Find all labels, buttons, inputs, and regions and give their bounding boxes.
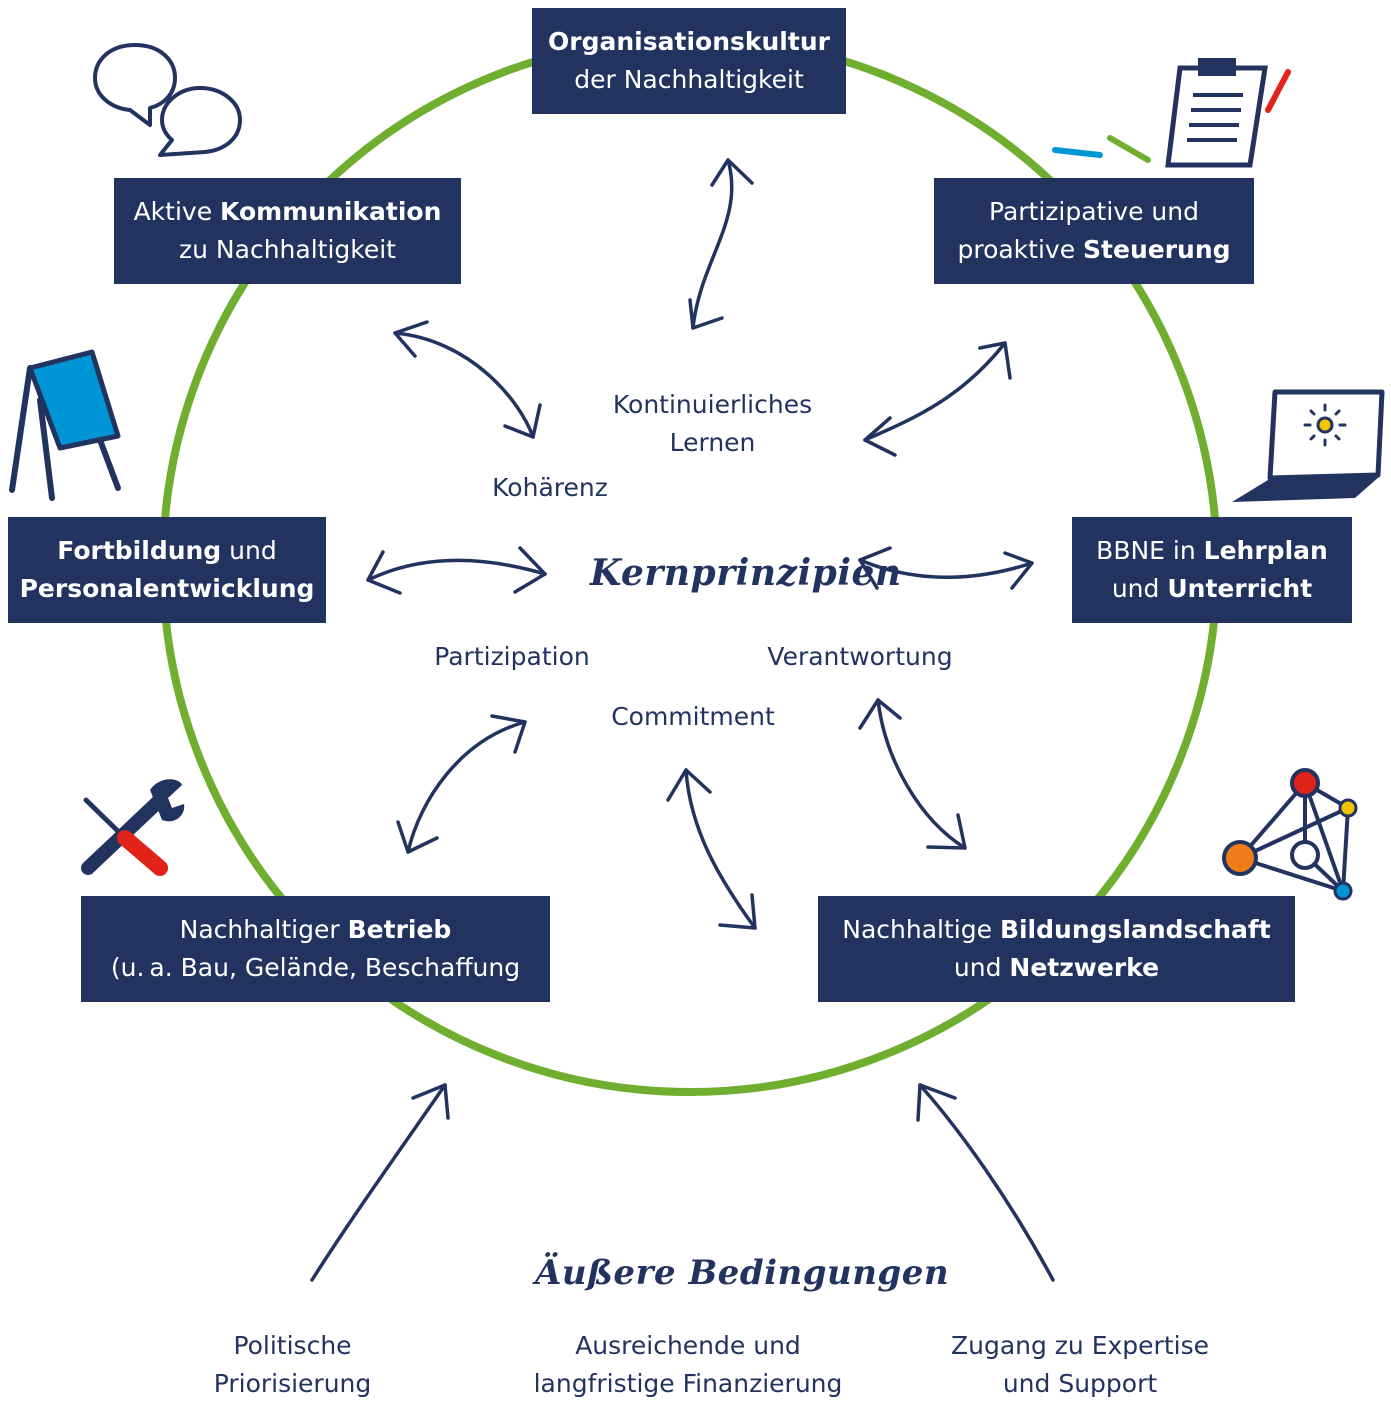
box-bildung-bold2: Netzwerke bbox=[1009, 953, 1160, 982]
box-kultur-bold: Organisationskultur bbox=[548, 27, 830, 56]
outer-title: Äußere Bedingungen bbox=[535, 1253, 950, 1293]
box-betrieb-line2: (u. a. Bau, Gelände, Beschaffung bbox=[110, 953, 521, 982]
arrow-lower-center bbox=[684, 768, 757, 930]
principle-kontinuierliches-line1: Kontinuierliches bbox=[612, 390, 813, 419]
arrow-right bbox=[858, 558, 1034, 579]
box-kultur-rest: der Nachhaltigkeit bbox=[574, 65, 804, 94]
box-steuerung-pre: proaktive bbox=[957, 235, 1084, 264]
arrow-lower-right bbox=[876, 698, 967, 850]
condition-expertise-line1: Zugang zu Expertise bbox=[950, 1331, 1209, 1360]
arrow-lower-left bbox=[406, 720, 527, 854]
arrow-upper-left bbox=[393, 331, 535, 439]
condition-finanz-line1: Ausreichende und bbox=[575, 1331, 801, 1360]
principle-kontinuierliches-line2: Lernen bbox=[669, 428, 756, 457]
speech-bubbles-icon bbox=[93, 43, 242, 157]
condition-finanz-line2: langfristige Finanzierung bbox=[533, 1369, 843, 1398]
principle-partizipation: Partizipation bbox=[434, 642, 590, 671]
condition-politik-line2: Priorisierung bbox=[213, 1369, 372, 1398]
box-fortbildung-post: und bbox=[221, 536, 277, 565]
box-lehrplan-pre2: und bbox=[1111, 574, 1168, 603]
principle-commitment: Commitment bbox=[611, 702, 775, 731]
box-betrieb-pre: Nachhaltiger bbox=[179, 915, 348, 944]
box-fortbildung-bold2: Personalentwicklung bbox=[19, 574, 315, 603]
principle-verantwortung: Verantwortung bbox=[767, 642, 953, 671]
network-icon bbox=[1222, 768, 1358, 901]
box-lehrplan-bold1: Lehrplan bbox=[1203, 536, 1328, 565]
clipboard-icon bbox=[1052, 58, 1291, 168]
box-bildung-bold1: Bildungslandschaft bbox=[999, 915, 1271, 944]
box-betrieb: Nachhaltiger Betrieb (u. a. Bau, Gelände… bbox=[81, 896, 550, 1002]
arrow-external-right bbox=[918, 1083, 1055, 1282]
box-lehrplan-bold2: Unterricht bbox=[1167, 574, 1313, 603]
laptop-icon bbox=[1232, 389, 1385, 502]
box-lehrplan: BBNE in Lehrplan und Unterricht bbox=[1072, 517, 1352, 623]
flipchart-icon bbox=[9, 349, 121, 501]
arrow-top bbox=[691, 158, 734, 330]
center-title: Kernprinzipien bbox=[590, 552, 902, 594]
condition-finanzierung: Ausreichende und langfristige Finanzieru… bbox=[518, 1327, 858, 1403]
box-lehrplan-pre: BBNE in bbox=[1096, 536, 1204, 565]
box-bildung-pre2: und bbox=[953, 953, 1010, 982]
arrow-external-left bbox=[310, 1083, 447, 1282]
box-fortbildung-bold1: Fortbildung bbox=[57, 536, 222, 565]
box-kommunikation-bold: Kommunikation bbox=[220, 197, 442, 226]
arrow-upper-right bbox=[863, 341, 1007, 442]
tools-icon bbox=[81, 779, 185, 876]
box-bildungslandschaft: Nachhaltige Bildungslandschaft und Netzw… bbox=[818, 896, 1295, 1002]
box-steuerung: Partizipative und proaktive Steuerung bbox=[934, 178, 1254, 284]
box-kommunikation-line2: zu Nachhaltigkeit bbox=[179, 235, 396, 264]
arrow-left bbox=[366, 558, 547, 582]
box-fortbildung: Fortbildung und Personalentwicklung bbox=[8, 517, 326, 623]
box-kommunikation-pre: Aktive bbox=[133, 197, 221, 226]
box-steuerung-line1: Partizipative und bbox=[989, 197, 1199, 226]
box-kommunikation: Aktive Kommunikation zu Nachhaltigkeit bbox=[114, 178, 461, 284]
condition-expertise: Zugang zu Expertise und Support bbox=[940, 1327, 1220, 1403]
principle-kohaerenz: Kohärenz bbox=[492, 473, 608, 502]
box-betrieb-bold: Betrieb bbox=[347, 915, 452, 944]
condition-politik: Politische Priorisierung bbox=[180, 1327, 405, 1403]
box-organisationskultur: Organisationskultur der Nachhaltigkeit bbox=[532, 8, 846, 114]
condition-expertise-line2: und Support bbox=[1002, 1369, 1158, 1398]
box-bildung-pre: Nachhaltige bbox=[842, 915, 1000, 944]
condition-politik-line1: Politische bbox=[233, 1331, 352, 1360]
box-steuerung-bold: Steuerung bbox=[1083, 235, 1231, 264]
principle-kontinuierliches-lernen: Kontinuierliches Lernen bbox=[600, 386, 825, 462]
